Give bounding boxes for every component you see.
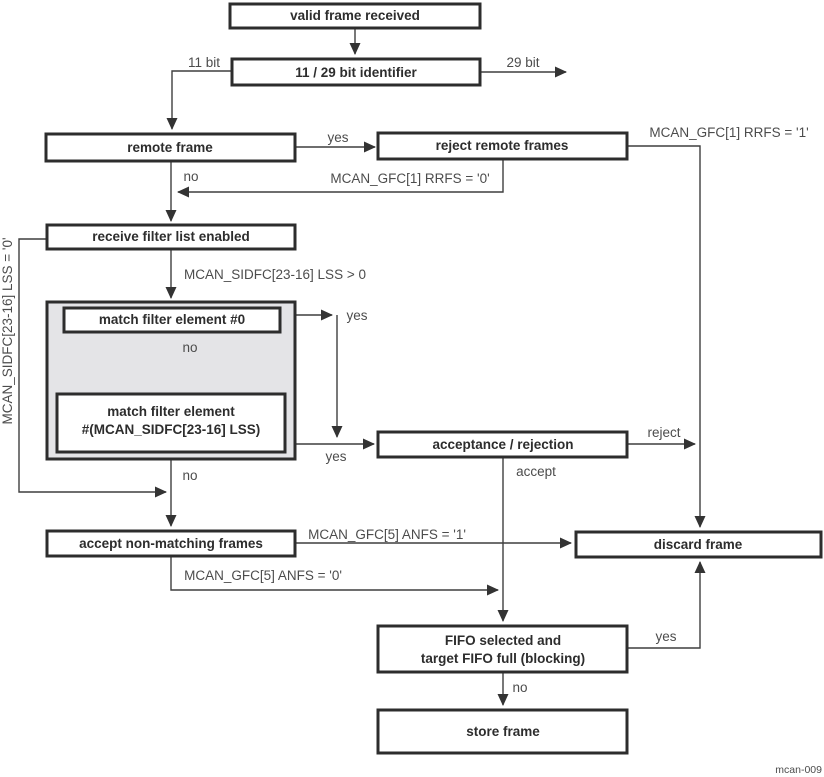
edge-11bit-to-remote — [166, 70, 232, 130]
figure-id: mcan-009 — [775, 764, 822, 776]
label-yes-matchn: yes — [325, 449, 346, 464]
node-valid-frame: valid frame received — [228, 2, 482, 30]
node-receive-filter: receive filter list enabled — [45, 223, 297, 251]
reject-remote-label: reject remote frames — [436, 138, 569, 153]
label-accept: accept — [516, 464, 556, 479]
identifier-box — [230, 57, 482, 87]
match-filter-0-label: match filter element #0 — [99, 312, 245, 327]
edge-fifo-yes-to-discard — [627, 561, 706, 649]
fifo-box — [376, 624, 629, 674]
label-no-match0: no — [182, 340, 197, 355]
receive-filter-label: receive filter list enabled — [92, 229, 250, 244]
label-reject: reject — [647, 425, 680, 440]
node-identifier: 11 / 29 bit identifier — [230, 57, 482, 87]
match-filter-n-box — [55, 392, 287, 454]
label-lss-gt0: MCAN_SIDFC[23-16] LSS > 0 — [184, 267, 366, 282]
node-accept-nonmatching: accept non-matching frames — [45, 529, 297, 558]
acceptance-box — [376, 430, 629, 459]
match-filter-n-label-line2: #(MCAN_SIDFC[23-16] LSS) — [82, 422, 261, 437]
label-no-group: no — [182, 468, 197, 483]
node-store-frame: store frame — [376, 708, 629, 755]
node-reject-remote: reject remote frames — [376, 131, 629, 161]
edge-rrfs1-to-discard — [627, 145, 706, 528]
label-yes-remote: yes — [327, 130, 348, 145]
label-11bit: 11 bit — [188, 55, 220, 70]
node-fifo: FIFO selected and target FIFO full (bloc… — [376, 624, 629, 674]
fifo-label-line2: target FIFO full (blocking) — [421, 651, 585, 666]
label-rrfs0: MCAN_GFC[1] RRFS = '0' — [330, 171, 489, 186]
match-filter-n-label-line1: match filter element — [107, 404, 235, 419]
node-match-filter-0: match filter element #0 — [62, 306, 282, 334]
node-discard-frame: discard frame — [574, 530, 823, 559]
receive-filter-box — [45, 223, 297, 251]
match-filter-0-box — [62, 306, 282, 334]
label-rrfs1: MCAN_GFC[1] RRFS = '1' — [649, 125, 808, 140]
label-yes-match0: yes — [346, 308, 367, 323]
remote-frame-label: remote frame — [127, 140, 213, 155]
label-lss-eq0: MCAN_SIDFC[23-16] LSS = '0' — [0, 237, 15, 424]
label-29bit: 29 bit — [506, 55, 539, 70]
fifo-label-line1: FIFO selected and — [445, 633, 561, 648]
valid-frame-label: valid frame received — [290, 8, 420, 23]
discard-frame-label: discard frame — [654, 537, 743, 552]
label-anfs0: MCAN_GFC[5] ANFS = '0' — [184, 568, 342, 583]
edge-lss0-bypass — [18, 238, 167, 498]
node-remote-frame: remote frame — [44, 132, 297, 163]
node-acceptance: acceptance / rejection — [376, 430, 629, 459]
store-frame-label: store frame — [466, 724, 540, 739]
edge-anfs0-down — [170, 556, 499, 596]
store-frame-box — [376, 708, 629, 755]
node-match-filter-n: match filter element #(MCAN_SIDFC[23-16]… — [55, 392, 287, 454]
acceptance-label: acceptance / rejection — [432, 437, 573, 452]
remote-frame-box — [44, 132, 297, 163]
reject-remote-box — [376, 131, 629, 161]
label-anfs1: MCAN_GFC[5] ANFS = '1' — [308, 527, 466, 542]
accept-nonmatching-box — [45, 529, 297, 558]
discard-frame-box — [574, 530, 823, 559]
accept-nonmatching-label: accept non-matching frames — [79, 536, 263, 551]
label-yes-fifo: yes — [655, 629, 676, 644]
label-no-remote: no — [183, 169, 198, 184]
valid-frame-box — [228, 2, 482, 30]
identifier-label: 11 / 29 bit identifier — [295, 65, 417, 80]
label-no-fifo: no — [512, 680, 527, 695]
edge-rrfs0-feedback — [177, 158, 504, 198]
